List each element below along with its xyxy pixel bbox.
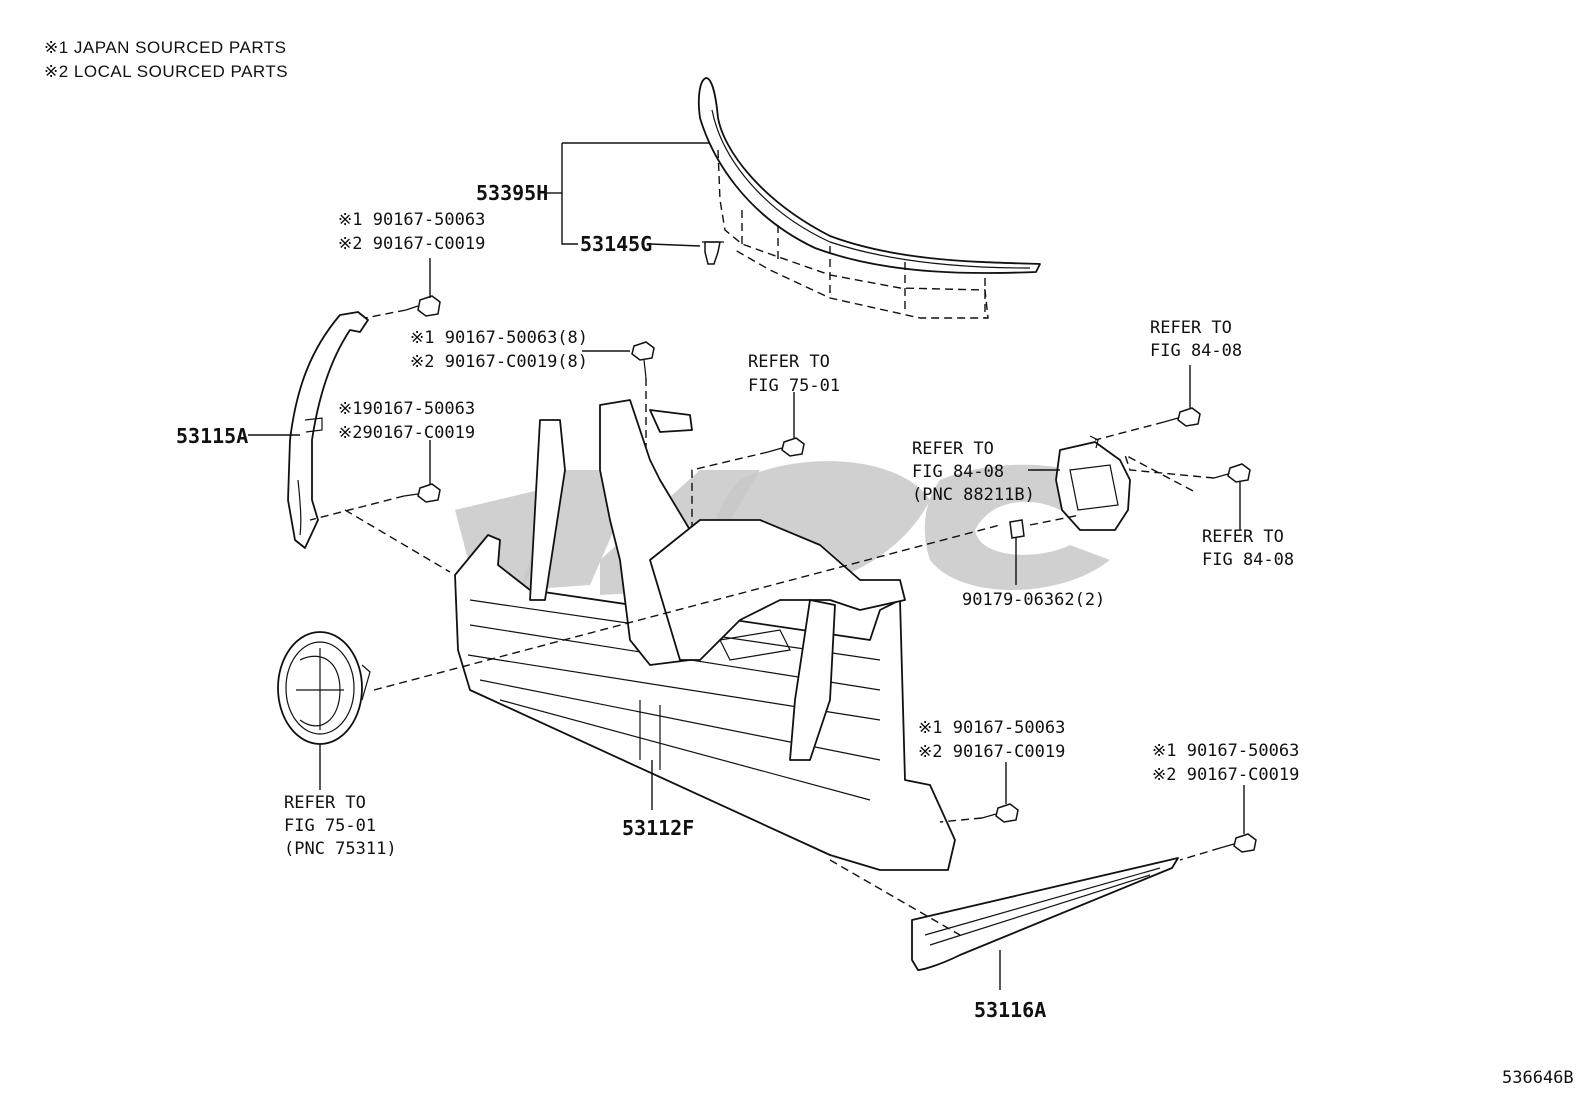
bolt-icon xyxy=(767,437,805,457)
label-ref-7501-top-1: REFER TO xyxy=(748,352,830,372)
leader-bracket xyxy=(561,143,578,245)
part-sensor-module[interactable] xyxy=(1055,435,1131,531)
dash-53115A-to-frame xyxy=(344,509,451,573)
label-90179: 90179-06362(2) xyxy=(962,590,1105,610)
bolt-icon xyxy=(1219,833,1257,853)
bolt-icon xyxy=(403,483,441,503)
label-ref-7501-top-2: FIG 75-01 xyxy=(748,376,840,396)
bolt-icon xyxy=(1163,407,1201,427)
label-bolt-c1: ※190167-50063 xyxy=(338,399,475,419)
part-emblem[interactable] xyxy=(277,631,371,745)
bolt-icon xyxy=(981,803,1019,823)
label-53115A: 53115A xyxy=(176,424,248,448)
dash-ref-8408-c xyxy=(1123,453,1215,493)
label-bolt-d1: ※1 90167-50063 xyxy=(918,718,1065,738)
nut-icon xyxy=(1009,519,1025,539)
label-ref-7501-bot-1: REFER TO xyxy=(284,793,366,813)
label-ref-8408-b-3: (PNC 88211B) xyxy=(912,485,1035,505)
label-ref-8408-b-1: REFER TO xyxy=(912,439,994,459)
label-ref-8408-c-2: FIG 84-08 xyxy=(1202,550,1294,570)
part-lower-molding[interactable] xyxy=(911,857,1179,971)
part-left-side-molding[interactable] xyxy=(287,311,369,549)
label-ref-8408-c-1: REFER TO xyxy=(1202,527,1284,547)
label-ref-8408-a-2: FIG 84-08 xyxy=(1150,341,1242,361)
note-japan-sourced: ※1 JAPAN SOURCED PARTS xyxy=(44,38,287,57)
label-bolt-d2: ※2 90167-C0019 xyxy=(918,742,1065,762)
bolt-icon xyxy=(631,341,655,379)
dash-bolt-d xyxy=(939,817,983,823)
dash-bolt-e xyxy=(1179,847,1221,861)
clip-53145G xyxy=(702,241,724,265)
label-ref-7501-bot-3: (PNC 75311) xyxy=(284,839,397,859)
label-bolt-b2: ※2 90167-C0019(8) xyxy=(410,352,588,372)
label-53116A: 53116A xyxy=(974,998,1046,1022)
dash-bolt-a xyxy=(364,309,407,319)
label-53145G: 53145G xyxy=(580,232,652,256)
label-ref-8408-b-2: FIG 84-08 xyxy=(912,462,1004,482)
dash-ref-8408-a xyxy=(1094,421,1165,441)
dash-bolt-c xyxy=(309,495,405,521)
label-53112F: 53112F xyxy=(622,816,694,840)
leader-53145G xyxy=(649,243,701,247)
label-53395H: 53395H xyxy=(476,181,548,205)
label-bolt-c2: ※290167-C0019 xyxy=(338,423,475,443)
part-upper-molding[interactable] xyxy=(697,77,1041,319)
label-bolt-e2: ※2 90167-C0019 xyxy=(1152,765,1299,785)
figure-id: 536646B xyxy=(1502,1068,1574,1088)
label-bolt-a2: ※2 90167-C0019 xyxy=(338,234,485,254)
dash-nut xyxy=(1029,514,1081,526)
dash-emblem xyxy=(373,524,1001,691)
label-bolt-a1: ※1 90167-50063 xyxy=(338,210,485,230)
bolt-icon xyxy=(1213,463,1251,483)
label-bolt-b1: ※1 90167-50063(8) xyxy=(410,328,588,348)
part-radiator-support[interactable] xyxy=(454,399,956,871)
label-ref-7501-bot-2: FIG 75-01 xyxy=(284,816,376,836)
bolt-icon xyxy=(405,295,441,317)
note-local-sourced: ※2 LOCAL SOURCED PARTS xyxy=(44,62,288,81)
label-bolt-e1: ※1 90167-50063 xyxy=(1152,741,1299,761)
label-ref-8408-a-1: REFER TO xyxy=(1150,318,1232,338)
